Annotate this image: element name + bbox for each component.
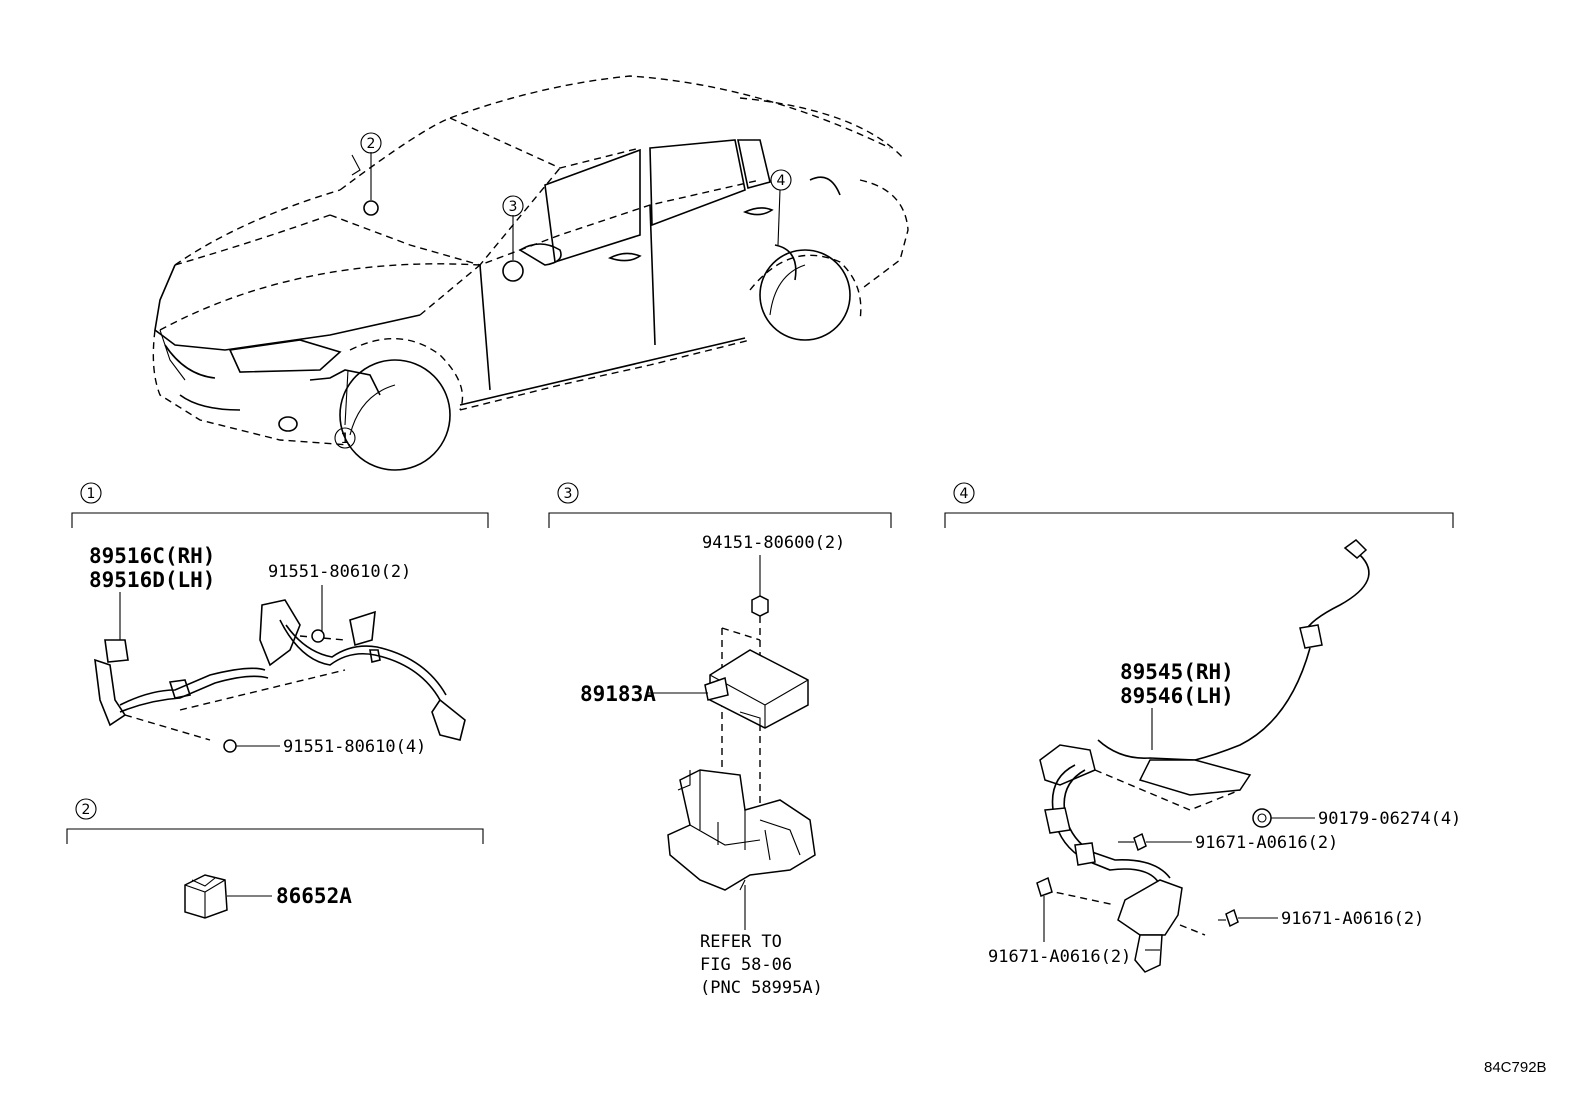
bolt-label-top: 91551-80610(2) (268, 562, 411, 582)
bolt-label-b: 91671-A0616(2) (988, 947, 1131, 967)
section-1: 1 89516C(RH) 89516D(LH) 91551-80610(2) 9… (71, 482, 489, 757)
callout-2-car: 2 (360, 132, 382, 154)
clip-label: 90179-06274(4) (1318, 809, 1461, 829)
figure-code: 84C792B (1484, 1059, 1547, 1076)
refer-line-3: (PNC 58995A) (700, 978, 823, 998)
callout-3-car: 3 (502, 195, 524, 217)
section-3: 3 94151-80600(2) 89183A REFER TO FIG 58-… (548, 482, 892, 998)
car-illustration (152, 75, 909, 471)
bolt-label-c: 91671-A0616(2) (1281, 909, 1424, 929)
part-label-89516c: 89516C(RH) (89, 544, 215, 568)
svg-text:2: 2 (367, 136, 376, 152)
section-4: 4 89545(RH) 89546(LH) 90179-06274(4) (944, 482, 1461, 973)
refer-line-1: REFER TO (700, 932, 782, 952)
part-label-86652a: 86652A (276, 884, 352, 908)
svg-text:3: 3 (509, 199, 518, 215)
bolt-label-bottom: 91551-80610(4) (283, 737, 426, 757)
section-1-number: 1 (87, 486, 96, 502)
part-label-89545: 89545(RH) (1120, 660, 1234, 684)
refer-line-2: FIG 58-06 (700, 955, 792, 975)
part-label-89516d: 89516D(LH) (89, 568, 215, 592)
bolt-label-a: 91671-A0616(2) (1195, 833, 1338, 853)
nut-label: 94151-80600(2) (702, 533, 845, 553)
svg-text:1: 1 (341, 431, 350, 447)
part-label-89546: 89546(LH) (1120, 684, 1234, 708)
section-2: 2 86652A (66, 798, 484, 919)
section-3-number: 3 (564, 486, 573, 502)
section-4-number: 4 (960, 486, 969, 502)
part-label-89183a: 89183A (580, 682, 656, 706)
callout-1-car: 1 (334, 427, 356, 449)
callout-4-car: 4 (770, 169, 792, 191)
svg-text:4: 4 (777, 173, 786, 189)
section-2-number: 2 (82, 802, 91, 818)
